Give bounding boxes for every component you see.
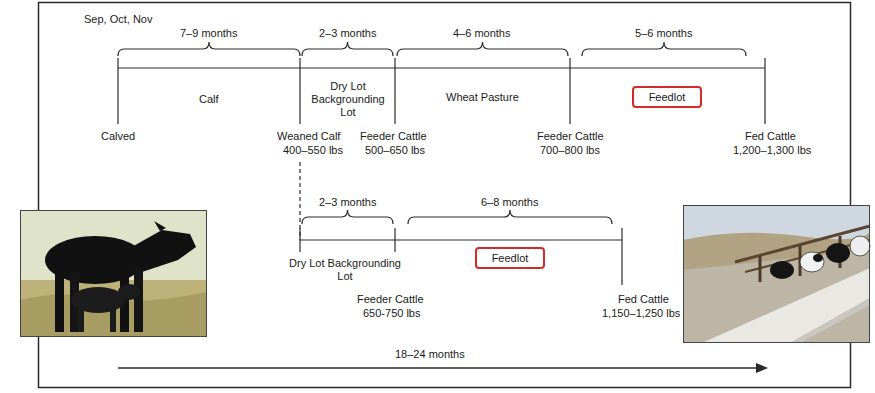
cattle-head bbox=[826, 243, 850, 263]
timeline-tick bbox=[394, 58, 395, 124]
photo-sky bbox=[20, 210, 207, 337]
calf-leg bbox=[78, 306, 84, 332]
weight-label: 400–550 lbs bbox=[283, 144, 343, 157]
timeline-tick bbox=[621, 228, 622, 285]
timeline-tick bbox=[764, 58, 765, 124]
timeline-tick bbox=[299, 228, 300, 252]
brace bbox=[408, 210, 612, 224]
brace bbox=[118, 42, 300, 56]
brace-group bbox=[118, 42, 746, 224]
duration-arrow bbox=[118, 367, 758, 369]
box-text: Feedlot bbox=[492, 252, 529, 265]
photo-ground bbox=[683, 250, 870, 343]
brace bbox=[302, 42, 393, 56]
duration-label: 2–3 months bbox=[319, 196, 376, 209]
cattle-head bbox=[800, 252, 824, 272]
cow-ear bbox=[154, 221, 166, 231]
cattle-patch bbox=[813, 254, 823, 262]
cow-leg bbox=[134, 268, 143, 332]
photo-border bbox=[684, 206, 870, 343]
weight-label: 500–650 lbs bbox=[365, 144, 425, 157]
brace bbox=[397, 42, 568, 56]
stage-label: Dry Lot Backgrounding Lot bbox=[306, 80, 390, 119]
cow-leg bbox=[55, 272, 64, 332]
weight-label: 1,200–1,300 lbs bbox=[733, 144, 811, 157]
cattle-class-label: Fed Cattle bbox=[745, 130, 796, 143]
timeline-line bbox=[300, 239, 622, 240]
duration-label: 7–9 months bbox=[180, 27, 237, 40]
photo-hills bbox=[683, 232, 870, 343]
cattle-class-label: Feeder Cattle bbox=[357, 293, 424, 306]
stage-label: Dry Lot Backgrounding Lot bbox=[289, 257, 401, 283]
timeline-tick bbox=[394, 228, 395, 252]
cattle-head bbox=[770, 261, 794, 279]
weight-label: 650-750 lbs bbox=[363, 307, 421, 320]
fence-post bbox=[759, 256, 762, 282]
weight-label: 1,150–1,250 lbs bbox=[602, 307, 680, 320]
cattle-class-label: Weaned Calf bbox=[277, 130, 340, 143]
season-label: Sep, Oct, Nov bbox=[84, 13, 152, 26]
milestone-label: Calved bbox=[101, 130, 135, 143]
stage-label: Calf bbox=[199, 93, 219, 106]
cattle-class-label: Feeder Cattle bbox=[537, 130, 604, 143]
cattle-class-label: Fed Cattle bbox=[618, 293, 669, 306]
cattle-head bbox=[850, 236, 870, 256]
cattle-class-label: Feeder Cattle bbox=[360, 130, 427, 143]
duration-label: 5–6 months bbox=[635, 27, 692, 40]
arrow-head bbox=[756, 363, 768, 373]
weight-label: 700–800 lbs bbox=[540, 144, 600, 157]
timeline-tick bbox=[117, 58, 118, 124]
timeline-tick bbox=[299, 58, 300, 124]
timeline-top bbox=[118, 58, 765, 124]
calf-head bbox=[118, 284, 140, 300]
timeline-line bbox=[118, 67, 765, 68]
photo-grass bbox=[20, 280, 207, 337]
box-text: Feedlot bbox=[649, 91, 686, 104]
photo-sky bbox=[683, 205, 870, 343]
stage-label: Wheat Pasture bbox=[446, 91, 519, 104]
brace bbox=[302, 210, 393, 224]
feed-bunk bbox=[702, 268, 870, 343]
cow-calf-photo bbox=[20, 210, 207, 337]
brace bbox=[582, 42, 746, 56]
timeline-tick bbox=[569, 58, 570, 124]
feedlot-photo bbox=[683, 205, 870, 343]
feedlot-box: Feedlot bbox=[475, 247, 545, 269]
photo-border bbox=[21, 211, 207, 337]
cow-head bbox=[130, 230, 196, 272]
duration-label: 4–6 months bbox=[453, 27, 510, 40]
calf-leg bbox=[110, 306, 116, 332]
feedlot-box: Feedlot bbox=[632, 86, 702, 108]
duration-label: 6–8 months bbox=[481, 196, 538, 209]
duration-label: 18–24 months bbox=[395, 348, 465, 361]
feed-bunk-edge bbox=[790, 298, 870, 343]
duration-label: 2–3 months bbox=[319, 27, 376, 40]
